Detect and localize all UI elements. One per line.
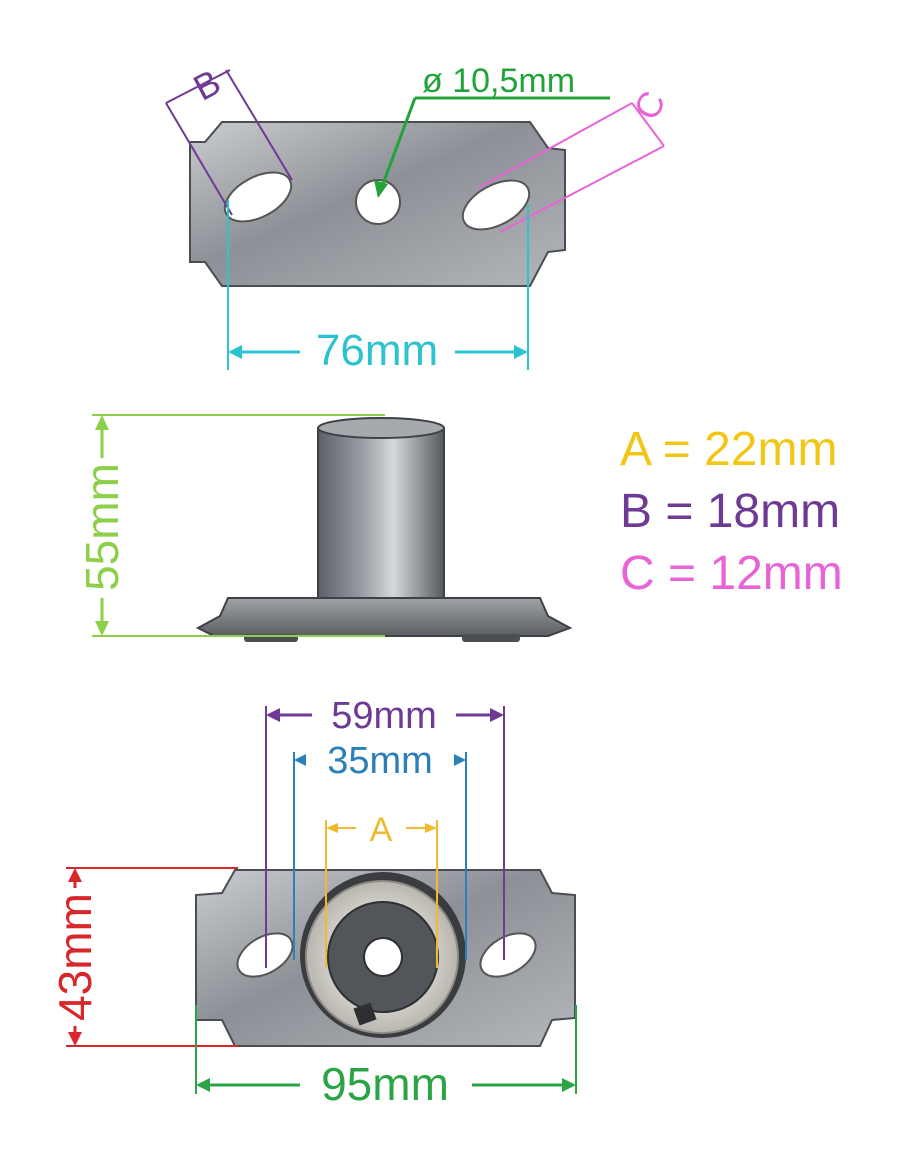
label-35mm: 35mm <box>327 740 433 782</box>
bore-hole <box>363 937 403 977</box>
side-view-part <box>195 417 573 642</box>
slot-hole-left <box>223 171 293 223</box>
dimension-59: 59mm <box>265 695 505 968</box>
dimension-hole: ø 10,5mm <box>374 62 610 198</box>
label-95mm: 95mm <box>321 1058 449 1110</box>
label-a: A <box>370 811 393 849</box>
label-55mm: 55mm <box>76 463 128 591</box>
legend-b: B = 18mm <box>620 485 840 538</box>
dimension-43: 43mm <box>49 867 238 1047</box>
dimension-a: A <box>325 811 438 968</box>
dimension-55: 55mm <box>76 414 385 637</box>
dimension-35: 35mm <box>293 740 467 960</box>
label-76mm: 76mm <box>316 326 438 375</box>
dimension-76: 76mm <box>227 200 529 375</box>
label-hole-diameter: ø 10,5mm <box>422 62 575 100</box>
bottom-view-part <box>195 869 576 1047</box>
center-hole <box>355 179 401 225</box>
label-c: C <box>625 84 673 126</box>
label-43mm: 43mm <box>49 893 101 1021</box>
legend-a: A = 22mm <box>620 423 837 476</box>
dimension-95: 95mm <box>195 1005 577 1110</box>
label-b: B <box>187 61 227 108</box>
legend: A = 22mm B = 18mm C = 12mm <box>620 423 843 600</box>
slot-hole-right <box>461 179 531 231</box>
top-view-plate <box>189 121 566 287</box>
label-59mm: 59mm <box>331 695 437 737</box>
legend-c: C = 12mm <box>620 547 843 600</box>
bottom-slot-right <box>479 932 537 978</box>
